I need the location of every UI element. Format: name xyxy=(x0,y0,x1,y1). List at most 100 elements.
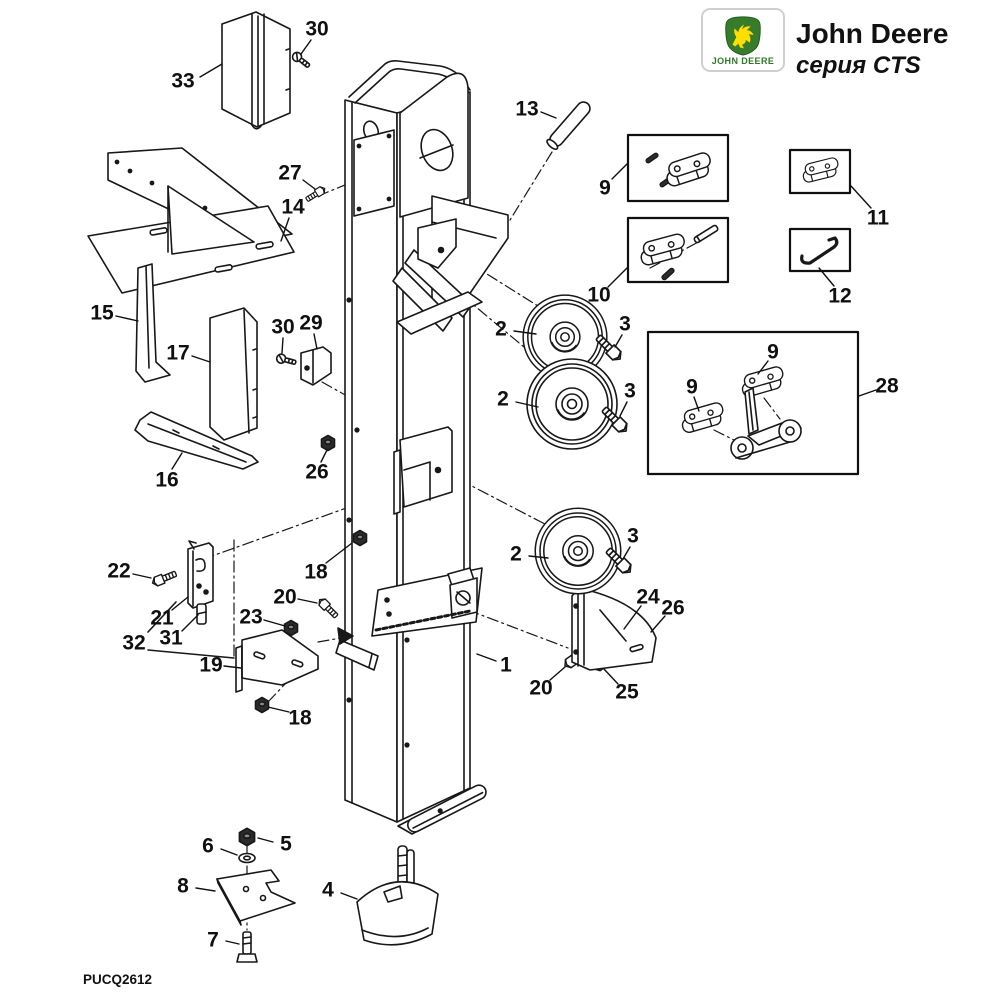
parts-box-10 xyxy=(626,216,730,284)
bracket-24 xyxy=(571,587,657,671)
deer-icon xyxy=(725,15,761,56)
parts-box-11 xyxy=(788,148,852,195)
leader-line-1 xyxy=(476,653,497,662)
leader-line-18 xyxy=(267,706,290,713)
part-callout-5: 5 xyxy=(280,833,292,856)
leader-line-12 xyxy=(818,267,835,287)
leader-line-20 xyxy=(297,598,318,604)
leader-line-17 xyxy=(191,355,211,363)
leader-line-5 xyxy=(257,837,274,843)
leader-line-8 xyxy=(195,887,216,892)
leader-line-30 xyxy=(281,337,284,354)
leader-line-2 xyxy=(528,555,549,559)
part-callout-20: 20 xyxy=(273,586,296,609)
part-callout-9: 9 xyxy=(767,341,779,364)
part-callout-15: 15 xyxy=(90,302,114,325)
part-callout-27: 27 xyxy=(278,162,301,185)
long-strip xyxy=(335,627,379,671)
part-callout-20: 20 xyxy=(529,677,552,700)
leader-line-14 xyxy=(280,217,290,242)
part-callout-2: 2 xyxy=(497,388,509,411)
leader-line-6 xyxy=(220,848,238,856)
part-callout-24: 24 xyxy=(636,586,660,609)
part-callout-26: 26 xyxy=(661,597,684,620)
part-callout-18: 18 xyxy=(288,707,312,730)
leader-line-3 xyxy=(614,334,623,348)
part-callout-29: 29 xyxy=(299,312,322,335)
hood-14 xyxy=(87,147,295,294)
lower-plate xyxy=(371,567,483,637)
part-callout-2: 2 xyxy=(510,543,522,566)
part-callout-1: 1 xyxy=(500,654,512,677)
part-callout-16: 16 xyxy=(155,469,178,492)
part-callout-22: 22 xyxy=(107,560,130,583)
leader-line-7 xyxy=(225,940,240,945)
part-callout-17: 17 xyxy=(166,342,189,365)
john-deere-logo: JOHN DEERE xyxy=(701,8,785,72)
part-callout-26: 26 xyxy=(305,461,328,484)
leader-line-22 xyxy=(132,573,152,579)
part-callout-8: 8 xyxy=(177,875,189,898)
bolt-7 xyxy=(236,931,258,963)
part-callout-33: 33 xyxy=(171,70,194,93)
part-callout-25: 25 xyxy=(615,681,639,704)
parts-box-9 xyxy=(626,133,730,203)
leader-line-18 xyxy=(325,542,353,564)
part-callout-9: 9 xyxy=(599,177,611,200)
leader-line-19 xyxy=(223,665,242,669)
pulleys xyxy=(522,294,635,595)
series-subtitle: серия CTS xyxy=(796,52,921,79)
leader-line-24 xyxy=(623,605,642,630)
logo-wordmark: JOHN DEERE xyxy=(711,55,775,66)
head-assembly xyxy=(348,60,471,218)
shield-4 xyxy=(356,845,439,946)
parts-box-12 xyxy=(788,227,852,273)
leader-line-3 xyxy=(622,546,631,560)
leader-line-28 xyxy=(858,389,877,397)
part-callout-11: 11 xyxy=(867,207,890,230)
mid-bracket xyxy=(393,426,453,515)
part-callout-3: 3 xyxy=(627,525,639,548)
leader-line-21 xyxy=(171,596,189,611)
leader-line-13 xyxy=(540,111,557,119)
leader-line-10 xyxy=(607,267,628,288)
part-callout-9: 9 xyxy=(686,376,698,399)
leader-line-26 xyxy=(650,615,666,633)
part-callout-30: 30 xyxy=(271,316,294,339)
tower-base xyxy=(397,784,487,835)
leader-line-15 xyxy=(115,315,139,322)
part-callout-7: 7 xyxy=(207,929,219,952)
part-callout-31: 31 xyxy=(159,627,183,650)
leader-line-9 xyxy=(757,360,769,375)
leader-line-16 xyxy=(171,452,183,470)
discharge-chute xyxy=(392,195,509,335)
part-callout-21: 21 xyxy=(150,607,174,630)
clip-29 xyxy=(274,346,332,386)
part-callout-3: 3 xyxy=(624,380,636,403)
leader-line-25 xyxy=(603,668,619,685)
part-callout-12: 12 xyxy=(828,285,851,308)
leader-line-20 xyxy=(549,666,566,681)
leader-line-33 xyxy=(199,63,223,78)
part-callout-30: 30 xyxy=(305,18,328,41)
part-callout-28: 28 xyxy=(875,375,899,398)
leader-line-4 xyxy=(340,892,358,900)
leader-line-9 xyxy=(693,396,700,412)
brand-title: John Deere xyxy=(796,18,949,49)
leader-line-2 xyxy=(513,330,537,335)
leader-line-3 xyxy=(619,401,628,417)
part-callout-19: 19 xyxy=(199,654,222,677)
part-callout-13: 13 xyxy=(515,98,538,121)
part-callout-32: 32 xyxy=(122,632,145,655)
leader-line-26 xyxy=(320,449,328,463)
leader-line-9 xyxy=(611,163,628,180)
latch-21 xyxy=(147,540,235,659)
chain-paddle xyxy=(730,387,802,460)
parts-box-28 xyxy=(646,330,860,476)
bracket-19 xyxy=(235,629,319,693)
leader-line-11 xyxy=(850,185,872,209)
strip-15 xyxy=(135,263,171,383)
part-callout-3: 3 xyxy=(619,313,631,336)
